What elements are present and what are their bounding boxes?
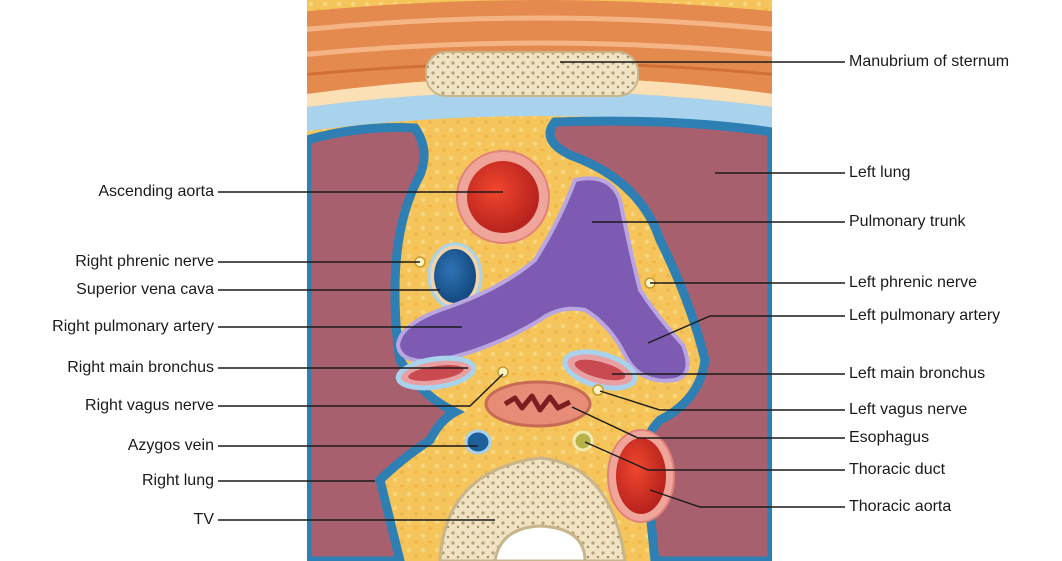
label-esophagus: Esophagus [849,428,929,448]
label-right-phrenic-nerve: Right phrenic nerve [75,252,214,272]
label-left-pulmonary-artery: Left pulmonary artery [849,306,1000,326]
ascending-aorta-lumen [467,161,539,233]
label-left-main-bronchus: Left main bronchus [849,364,985,384]
azygos-vein-shape [466,431,490,453]
label-ascending-aorta: Ascending aorta [98,182,214,202]
label-pulmonary-trunk: Pulmonary trunk [849,212,966,232]
right-vagus-nerve-shape [498,367,508,377]
label-left-phrenic-nerve: Left phrenic nerve [849,273,977,293]
superior-vena-cava-lumen [434,249,476,303]
label-tv: TV [194,510,214,530]
label-right-lung: Right lung [142,471,214,491]
label-right-pulmonary-artery: Right pulmonary artery [52,317,214,337]
label-thoracic-duct: Thoracic duct [849,460,945,480]
label-left-vagus-nerve: Left vagus nerve [849,400,967,420]
label-left-lung: Left lung [849,163,910,183]
label-azygos-vein: Azygos vein [128,436,214,456]
thoracic-duct-shape [574,432,592,450]
label-right-vagus-nerve: Right vagus nerve [85,396,214,416]
thoracic-aorta-lumen [616,438,666,514]
left-vagus-nerve-shape [593,385,603,395]
label-manubrium-of-sternum: Manubrium of sternum [849,52,1009,72]
label-superior-vena-cava: Superior vena cava [76,280,214,300]
manubrium [426,52,638,96]
label-right-main-bronchus: Right main bronchus [67,358,214,378]
label-thoracic-aorta: Thoracic aorta [849,497,951,517]
